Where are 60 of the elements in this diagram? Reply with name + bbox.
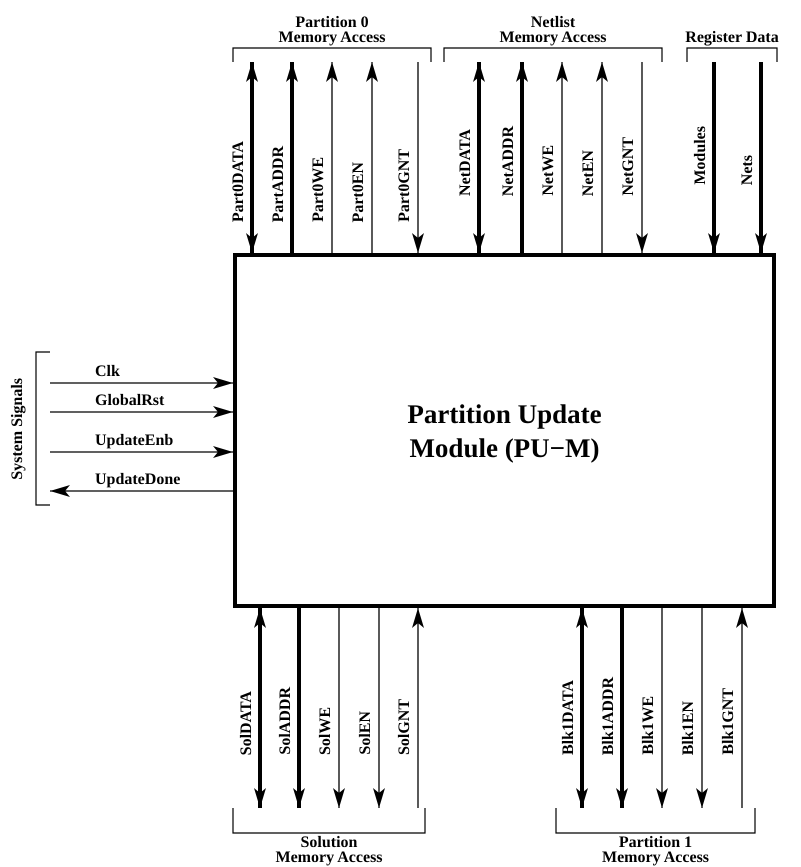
signal-label: Clk: [95, 363, 120, 380]
signal-label: NetGNT: [621, 137, 637, 196]
signal-arrow: [50, 446, 233, 458]
signal-arrow: [293, 608, 305, 808]
signal-label: Blk1DATA: [561, 680, 577, 755]
signal-label: UpdateEnb: [95, 432, 174, 449]
signal-arrow: [412, 608, 424, 808]
signal-label: NetEN: [581, 150, 597, 196]
signal-arrow: [755, 62, 767, 253]
signal-arrow: [576, 608, 588, 808]
signal-arrow: [696, 608, 708, 808]
signal-label: NetDATA: [458, 129, 474, 196]
signal-label: SolEN: [358, 711, 374, 755]
signal-arrow: [373, 608, 385, 808]
signal-label: SolWE: [318, 707, 334, 756]
signal-arrow: [286, 62, 298, 253]
signal-arrow: [50, 406, 233, 418]
signal-label: Part0DATA: [231, 141, 247, 222]
signal-label: NetWE: [541, 145, 557, 196]
group-label: Partition 1 Memory Access: [600, 835, 710, 865]
signal-label: GlobalRst: [95, 392, 164, 409]
group-label: Register Data: [684, 30, 780, 45]
signal-label: Part0EN: [351, 162, 367, 222]
signal-arrow: [366, 62, 378, 253]
signal-label: Blk1ADDR: [601, 677, 617, 756]
signal-arrow: [556, 62, 568, 253]
signal-arrow: [656, 608, 668, 808]
signal-label: NetADDR: [501, 126, 517, 196]
signal-arrow: [326, 62, 338, 253]
signal-label: Blk1WE: [641, 696, 657, 755]
signal-arrow: [596, 62, 608, 253]
group-label: Netlist Memory Access: [498, 15, 608, 45]
signal-arrow: [254, 608, 266, 808]
signal-label: Blk1EN: [681, 701, 697, 756]
signal-arrow: [50, 485, 233, 497]
signal-arrow: [412, 62, 424, 253]
signal-label: Part0WE: [311, 157, 327, 222]
module-title: Partition Update Module (PU−M): [406, 398, 603, 464]
signal-label: Blk1GNT: [721, 688, 737, 755]
signal-label: UpdateDone: [95, 471, 180, 488]
signal-arrow: [246, 62, 258, 253]
signal-label: Part0GNT: [397, 149, 413, 222]
signal-arrow: [516, 62, 528, 253]
signal-arrow: [473, 62, 485, 253]
signal-arrow: [708, 62, 720, 253]
group-label: Solution Memory Access: [274, 835, 384, 865]
signal-arrow: [333, 608, 345, 808]
signal-label: SolADDR: [278, 687, 294, 755]
group-label: Partition 0 Memory Access: [277, 15, 387, 45]
signal-arrow: [616, 608, 628, 808]
signal-label: SolGNT: [397, 699, 413, 756]
signal-label: Nets: [740, 155, 756, 186]
module-box: [233, 253, 776, 608]
signal-arrow: [736, 608, 748, 808]
signal-label: PartADDR: [271, 146, 287, 222]
signal-arrow: [636, 62, 648, 253]
signal-label: SolDATA: [239, 691, 255, 756]
signal-arrow: [50, 377, 233, 389]
group-label: System Signals: [10, 378, 26, 480]
signal-label: Modules: [693, 126, 709, 185]
